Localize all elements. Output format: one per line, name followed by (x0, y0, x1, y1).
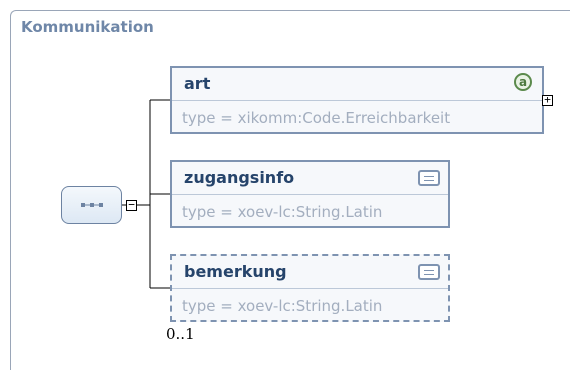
element-bemerkung[interactable]: bemerkung type = xoev-lc:String.Latin (170, 254, 450, 322)
element-type: type = xoev-lc:String.Latin (182, 203, 383, 221)
documentation-icon (418, 170, 440, 186)
node-separator (172, 194, 448, 195)
element-zugangsinfo[interactable]: zugangsinfo type = xoev-lc:String.Latin (170, 160, 450, 228)
element-name: bemerkung (184, 262, 287, 281)
element-type: type = xikomm:Code.Erreichbarkeit (182, 109, 451, 127)
element-name: art (184, 74, 211, 93)
node-separator (172, 100, 542, 101)
element-name: zugangsinfo (184, 168, 295, 187)
cardinality-label: 0..1 (166, 325, 195, 343)
element-art[interactable]: art type = xikomm:Code.Erreichbarkeit a (170, 66, 544, 134)
expand-toggle[interactable]: + (542, 94, 553, 106)
diagram-title: Kommunikation (21, 18, 154, 36)
element-type: type = xoev-lc:String.Latin (182, 297, 383, 315)
documentation-icon (418, 264, 440, 280)
attribute-icon: a (514, 73, 532, 91)
sequence-icon (81, 203, 103, 207)
node-separator (172, 288, 448, 289)
collapse-toggle[interactable]: − (126, 199, 137, 211)
